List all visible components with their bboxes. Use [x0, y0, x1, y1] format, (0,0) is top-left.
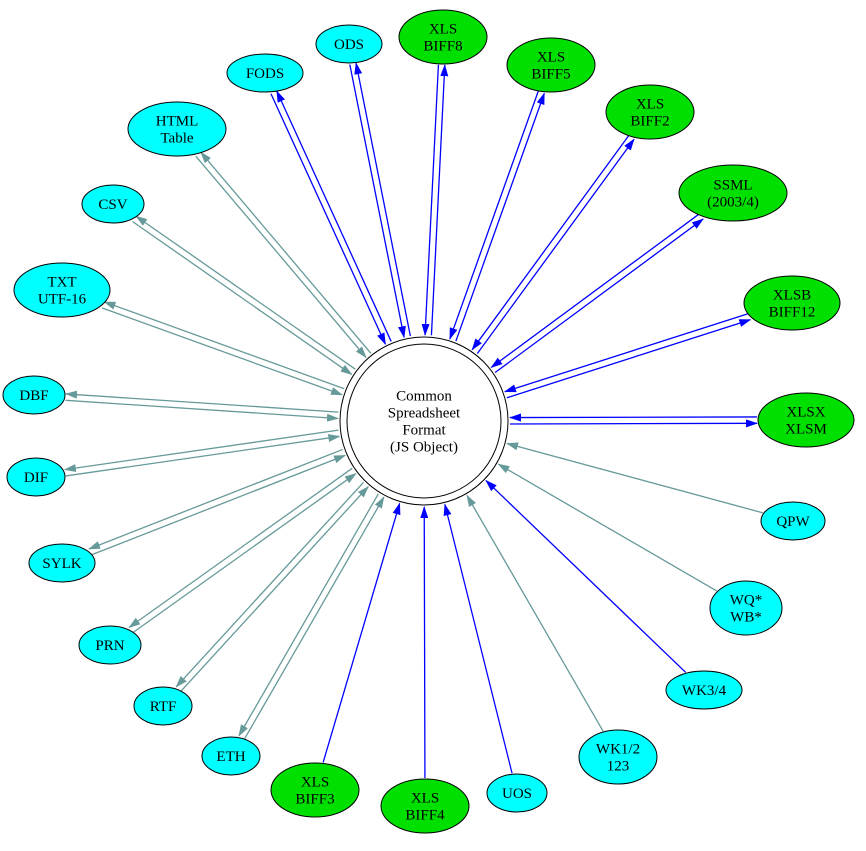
node-label-rtf: RTF	[150, 699, 177, 715]
node-xls-biff2	[605, 84, 695, 140]
node-label-sylk: SYLK	[42, 556, 81, 572]
edge-qpw-to-center	[506, 442, 764, 514]
node-wk12-123	[578, 729, 658, 785]
edge-fods-to-center	[270, 93, 386, 346]
edge-uos-to-center	[443, 503, 513, 774]
edge-xls-biff5-from-center	[455, 92, 545, 342]
edge-dif-to-center	[65, 434, 341, 477]
node-eth	[201, 736, 261, 776]
node-xls-biff4	[380, 778, 470, 834]
edge-wq-wb-to-center	[497, 463, 717, 592]
edge-xlsx-xlsm-to-center	[508, 413, 757, 422]
edge-dif-from-center	[63, 429, 339, 472]
node-label-ods: ODS	[334, 37, 364, 53]
edge-csv-from-center	[135, 215, 356, 370]
node-label-wk34: WK3/4	[682, 683, 727, 699]
edge-fods-from-center	[276, 90, 392, 342]
node-wk34	[665, 670, 743, 710]
edge-rtf-to-center	[180, 485, 369, 692]
edge-xls-biff8-from-center	[430, 64, 449, 336]
node-label-fods: FODS	[246, 66, 284, 82]
node-label-wq-wb: WQ*WB*	[730, 593, 763, 626]
node-label-uos: UOS	[502, 786, 532, 802]
edge-xlsb-biff12-to-center	[503, 313, 749, 393]
edge-dbf-to-center	[65, 399, 339, 422]
node-dbf	[2, 375, 66, 415]
node-xls-biff3	[270, 762, 360, 818]
node-xlsx-xlsm	[757, 392, 855, 448]
edge-prn-to-center	[132, 472, 357, 634]
node-rtf	[133, 686, 193, 726]
node-label-csv: CSV	[98, 197, 127, 213]
edge-xlsx-xlsm-from-center	[510, 419, 759, 428]
edge-rtf-from-center	[175, 481, 365, 688]
node-qpw	[760, 501, 826, 541]
edge-ssml-to-center	[490, 213, 700, 368]
edge-sylk-to-center	[91, 454, 347, 556]
edge-xls-biff5-to-center	[449, 91, 539, 340]
node-label-ssml: SSML(2003/4)	[707, 178, 759, 211]
node-label-eth: ETH	[216, 749, 245, 765]
edge-txt-utf16-from-center	[103, 301, 345, 390]
node-dif	[6, 457, 66, 497]
edge-xls-biff3-to-center	[322, 502, 401, 763]
node-xls-biff8	[398, 9, 488, 65]
node-ods	[315, 24, 383, 64]
edges-layer	[63, 62, 764, 779]
edge-xls-biff8-to-center	[421, 64, 440, 336]
node-sylk	[28, 543, 96, 583]
node-txt-utf16	[13, 262, 111, 318]
node-ssml	[678, 164, 788, 222]
node-prn	[78, 625, 142, 665]
edge-ods-from-center	[354, 62, 411, 337]
edge-eth-to-center	[243, 496, 385, 740]
node-xlsb-biff12	[743, 275, 841, 331]
node-label-dbf: DBF	[19, 388, 48, 404]
node-fods	[226, 53, 304, 93]
node-wq-wb	[709, 580, 783, 636]
edge-html-table-to-center	[195, 155, 367, 359]
center-node-inner-circle	[346, 343, 502, 499]
edge-sylk-from-center	[88, 448, 344, 550]
edge-xls-biff2-from-center	[476, 138, 635, 354]
edge-wk12-123-to-center	[466, 494, 604, 732]
edge-eth-from-center	[238, 493, 379, 737]
node-csv	[81, 184, 145, 224]
node-label-prn: PRN	[95, 638, 124, 654]
edge-prn-from-center	[128, 467, 353, 628]
node-xls-biff5	[506, 37, 596, 93]
edge-dbf-from-center	[65, 390, 339, 413]
node-uos	[486, 773, 548, 813]
node-label-qpw: QPW	[776, 514, 810, 530]
edge-txt-utf16-to-center	[101, 307, 343, 396]
edge-wk34-to-center	[485, 479, 687, 673]
edge-ssml-from-center	[494, 218, 704, 374]
node-label-dif: DIF	[24, 470, 48, 486]
edge-csv-to-center	[132, 220, 353, 375]
edge-xls-biff4-to-center	[420, 505, 429, 779]
edge-html-table-from-center	[200, 151, 372, 354]
edge-ods-to-center	[349, 64, 406, 339]
edge-xlsb-biff12-from-center	[506, 319, 752, 399]
edge-xls-biff2-to-center	[471, 135, 630, 351]
node-html-table	[127, 101, 227, 157]
